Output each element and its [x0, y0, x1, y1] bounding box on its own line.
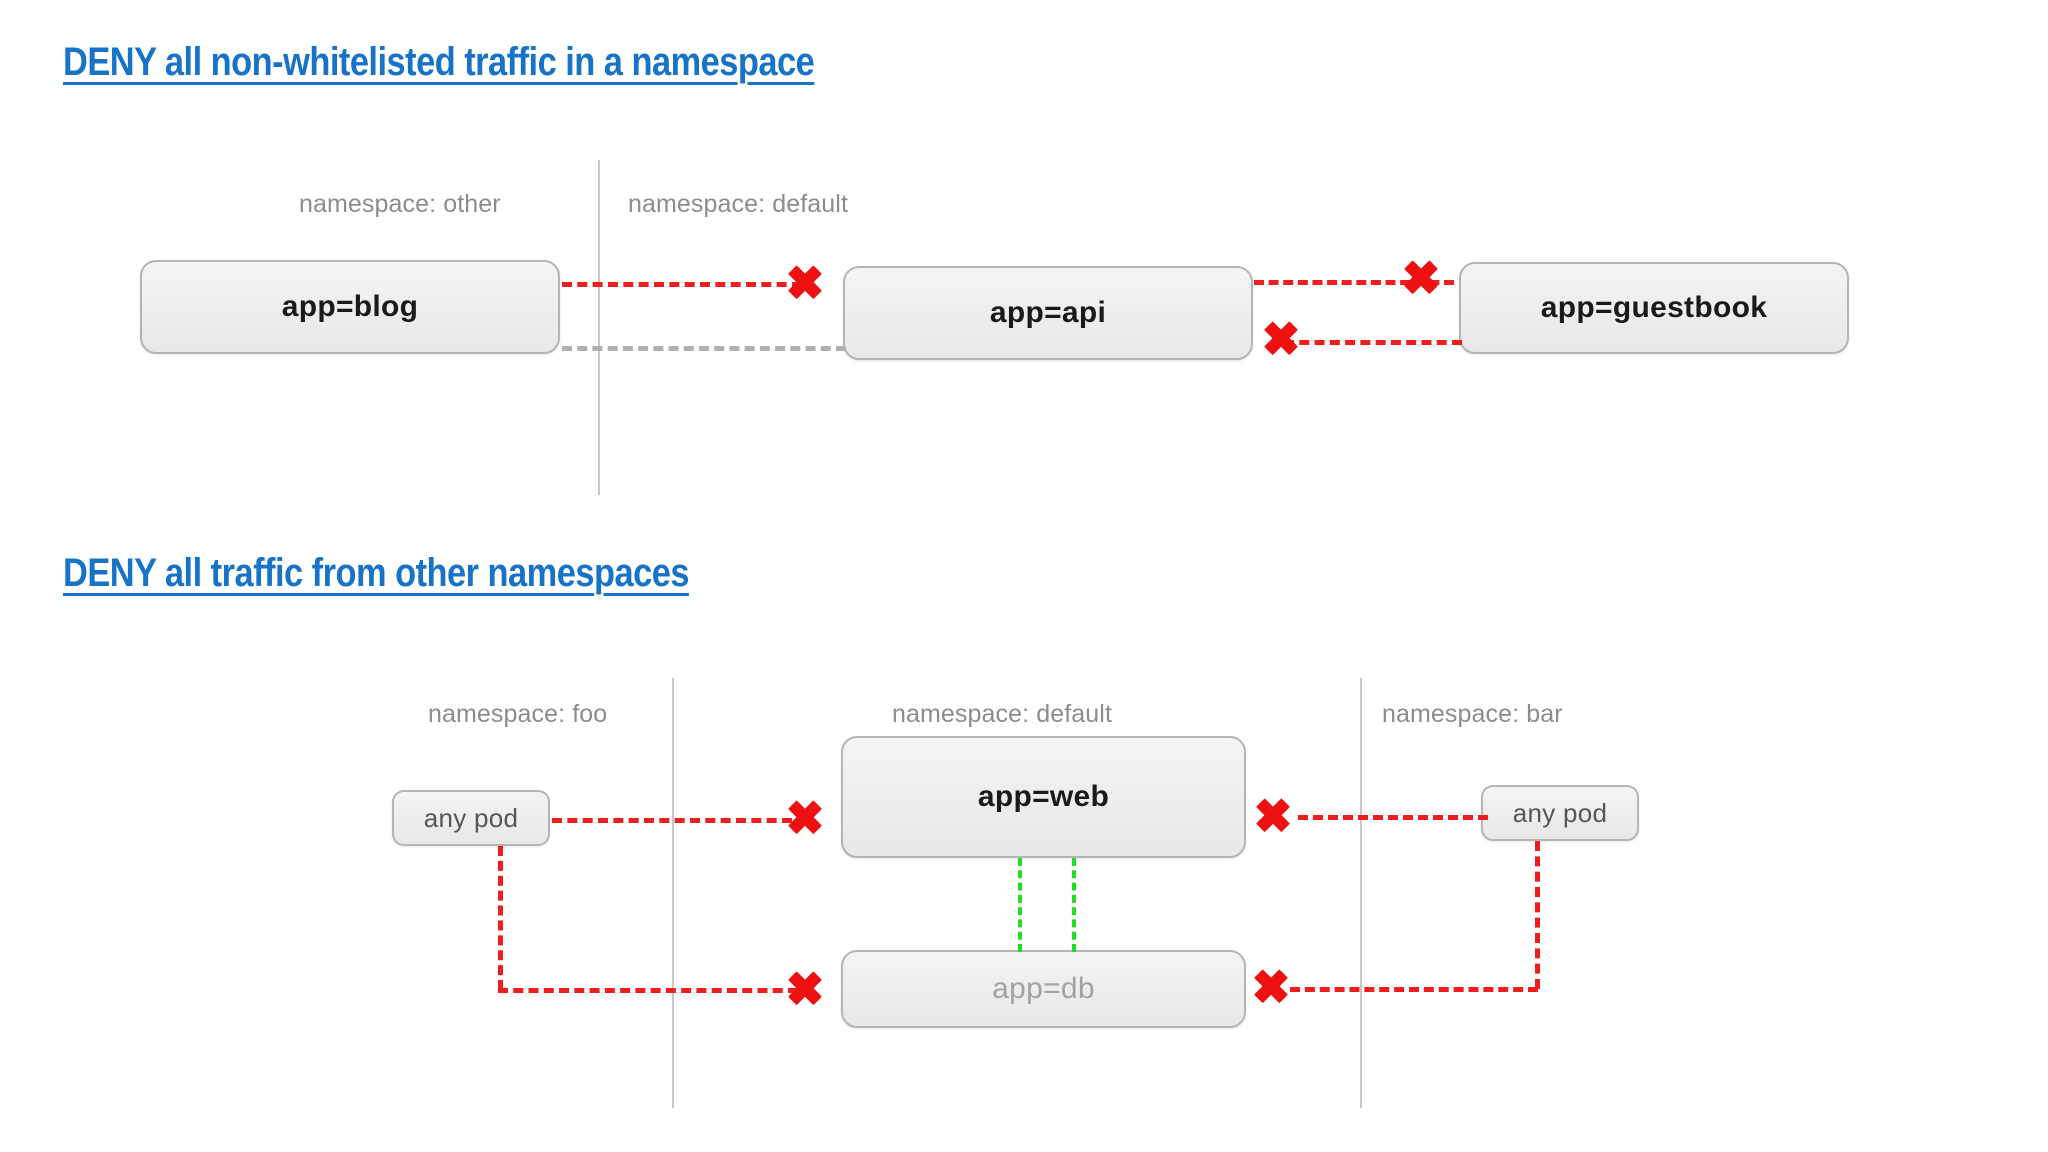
connection-web-to-db-allowed: [1018, 858, 1022, 952]
pod-box-any-pod-bar[interactable]: any pod: [1481, 785, 1639, 841]
blocked-marker-foo-pod-to-db: ✖: [785, 962, 825, 1016]
pod-box-any-pod-foo[interactable]: any pod: [392, 790, 550, 846]
blocked-marker-api-to-guestbook: ✖: [1401, 251, 1441, 305]
pod-label-app-api: app=api: [989, 296, 1107, 329]
blocked-marker-foo-pod-to-web: ✖: [785, 791, 825, 845]
blocked-marker-bar-pod-to-db: ✖: [1251, 960, 1291, 1014]
pod-label-app-web: app=web: [977, 780, 1110, 813]
pod-box-app-guestbook[interactable]: app=guestbook: [1459, 262, 1849, 354]
connection-db-to-web-allowed: [1072, 858, 1076, 952]
blocked-marker-blog-to-api: ✖: [785, 256, 825, 310]
pod-box-app-blog[interactable]: app=blog: [140, 260, 560, 354]
namespace-label-default: namespace: default: [892, 700, 1113, 728]
blocked-marker-guestbook-to-api: ✖: [1261, 312, 1301, 366]
blocked-marker-bar-pod-to-web: ✖: [1253, 789, 1293, 843]
connection-foo-pod-to-db-denied: [498, 988, 798, 993]
connection-foo-pod-down-segment: [498, 846, 503, 990]
connection-guestbook-to-api-denied: [1284, 340, 1462, 345]
pod-label-app-guestbook: app=guestbook: [1540, 291, 1768, 324]
pod-box-app-api[interactable]: app=api: [843, 266, 1253, 360]
connection-bar-pod-down-segment: [1535, 841, 1540, 989]
connection-blog-to-api-neutral: [562, 346, 846, 351]
pod-label-any-pod-bar: any pod: [1512, 797, 1608, 828]
pod-label-app-db: app=db: [992, 972, 1095, 1005]
pod-box-app-db[interactable]: app=db: [841, 950, 1246, 1028]
connection-bar-pod-to-web-denied: [1298, 815, 1488, 820]
section-title-deny-non-whitelisted: DENY all non-whitelisted traffic in a na…: [63, 40, 815, 84]
connection-bar-pod-to-db-denied: [1290, 987, 1538, 992]
connection-foo-pod-to-web-denied: [552, 818, 792, 823]
namespace-divider-default-bar: [1360, 678, 1362, 1108]
namespace-label-foo: namespace: foo: [428, 700, 608, 728]
namespace-label-bar: namespace: bar: [1382, 700, 1563, 728]
pod-box-app-web[interactable]: app=web: [841, 736, 1246, 858]
diagram-deny-other-namespaces: namespace: foo namespace: default namesp…: [0, 650, 2048, 1110]
connection-blog-to-api-denied: [562, 282, 802, 287]
namespace-divider-foo-default: [672, 678, 674, 1108]
pod-label-app-blog: app=blog: [281, 290, 419, 323]
namespace-divider-other-default: [598, 160, 600, 495]
section-title-deny-other-namespaces: DENY all traffic from other namespaces: [63, 551, 689, 595]
namespace-label-other: namespace: other: [299, 190, 501, 218]
namespace-label-default: namespace: default: [628, 190, 849, 218]
connection-api-to-guestbook-denied: [1254, 280, 1454, 285]
pod-label-any-pod-foo: any pod: [423, 802, 519, 833]
diagram-deny-non-whitelisted: namespace: other namespace: default app=…: [0, 150, 2048, 520]
